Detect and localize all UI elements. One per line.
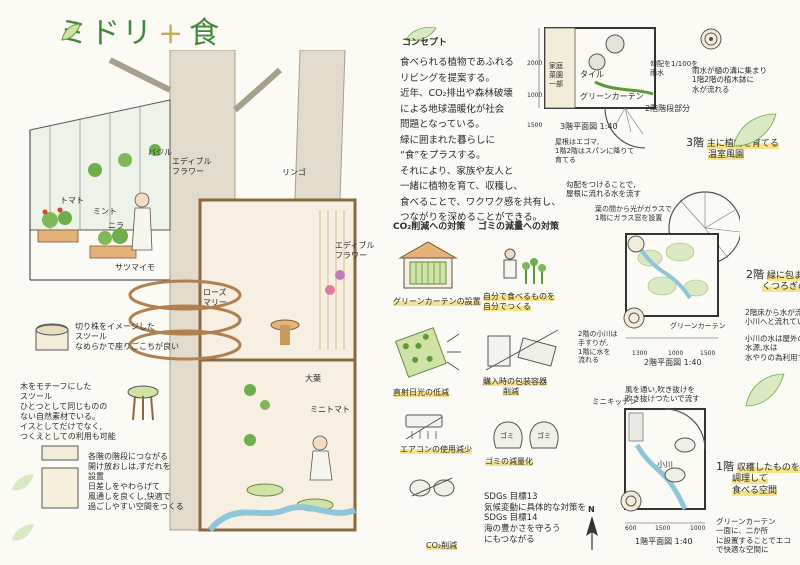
tree-stool-sketch-icon — [127, 385, 159, 421]
plan2-dim-b: 1000 — [668, 350, 684, 357]
co2-green-curtain: グリーンカーテンの設置 — [393, 297, 481, 306]
green-curtain-house-icon — [398, 241, 458, 289]
garbage-bags-icon — [493, 421, 559, 449]
plan1-dim-b: 1500 — [655, 525, 671, 532]
leaf-deco-2f — [745, 373, 785, 407]
concept-text: 食べられる植物であふれる リビングを提案する。 近年、CO₂排出や森林破壊 によ… — [400, 57, 561, 223]
plan2-note-roof2: 勾配をつけることで, 屋根に流れる水を流す — [566, 180, 641, 199]
north-label: N — [588, 505, 595, 514]
label-tomato: トマト — [60, 196, 84, 205]
planter — [37, 229, 79, 243]
indoor-stream — [207, 504, 357, 533]
stump-stool — [246, 483, 284, 497]
plan2-side-note: 2階の小川は 手すりが, 1階に水を 流れる — [578, 330, 618, 365]
label-nira: ニラ — [108, 221, 124, 230]
plan-3f — [538, 27, 656, 149]
plan3-note-roof: 屋根はエゴマ, 1階2階はスパンに降りて 育てる — [555, 138, 635, 164]
waste-garbage-reduction: ゴミの減量化 — [485, 457, 533, 466]
plan3-note-grade: 勾配を1/100を 雨水 — [650, 60, 699, 77]
co2-direct-sun: 直射日光の低減 — [393, 388, 449, 397]
sunlight-curtain-icon — [395, 327, 461, 378]
plan3-tile: タイル — [580, 70, 604, 79]
title-plus: + — [158, 16, 186, 51]
north-arrow-icon — [586, 516, 598, 550]
packaging-icon — [485, 329, 559, 371]
plan-1f — [620, 408, 706, 524]
page-title: ミドリ+食 — [58, 8, 221, 52]
person — [134, 192, 150, 208]
waste-packaging: 購入時の包装容器 削減 — [483, 377, 547, 396]
label-basil: バジル — [148, 148, 172, 157]
sudare-sketch-icon — [41, 445, 79, 509]
person — [312, 435, 328, 451]
plan1-mini-kitchen: ミニキッチン — [592, 397, 637, 406]
co2-aircon: エアコンの使用減少 — [400, 445, 472, 454]
co2-heading: CO₂削減への対策 — [393, 222, 466, 232]
spiral-stair — [128, 304, 242, 336]
label-edible-flower-2: エディブル フラワー — [335, 241, 375, 260]
plan3-green-curtain: グリーンカーテン — [580, 92, 644, 101]
stump-slide-sketch-icon — [35, 323, 69, 351]
label-daikon: 大葉 — [305, 374, 321, 383]
waste-heading: ゴミの減量への対策 — [478, 222, 560, 232]
label-mint: ミント — [93, 207, 117, 216]
plan2-floor-title: 2階 緑に包まれる くつろぎの空間 — [746, 268, 800, 294]
plan1-floor-title: 1階 収穫したものを 調理して 食べる空間 — [716, 460, 800, 496]
decorative-leaves — [12, 474, 34, 541]
label-edible-flower-1: エディブル フラワー — [172, 157, 212, 176]
plan1-dim-c: 1000 — [690, 525, 706, 532]
plan2-note-top: 葉の間から光がガラスで 1階にガラス窓を設置 — [595, 205, 672, 222]
plan3-kitchen-garden: 家庭 菜園 一部 — [549, 62, 563, 88]
plan1-caption: 1階平面図 1:40 — [635, 537, 693, 546]
co2-reduction: CO₂削減 — [426, 541, 458, 550]
note-ceiling: 各階の階段につながる 開け放おしは,すだれを 設置 日差しをやわらげて 風通しを… — [88, 452, 184, 511]
bag-label-2: ゴミ — [537, 432, 551, 440]
plan1-note-wind: 風を通い,吹き抜けを 吹き抜けつたいで流す — [625, 385, 700, 404]
plan3-dim-a: 2000 — [527, 60, 543, 67]
aircon-icon — [405, 414, 443, 440]
concept-leaf-icon — [405, 26, 437, 41]
bag-label-1: ゴミ — [500, 432, 514, 440]
plan3-caption: 3階平面図 1:40 — [560, 122, 618, 131]
rain-barrel-3f-icon — [700, 28, 722, 50]
plan1-stream: 小川 — [657, 460, 673, 469]
waste-self-grow: 自分で食べるものを 自分でつくる — [483, 292, 555, 311]
plan2-note-water: 2階床から水が流れ, 小川へと流れていく — [745, 308, 800, 327]
leaf-deco-3f — [733, 113, 777, 147]
plan2-note-stream: 小川の水は屋外の 水源,水は 水やりの為利用する — [745, 334, 800, 362]
co2-cloud-icon — [409, 477, 455, 497]
label-rosemary: ローズ マリー — [203, 288, 227, 307]
waste-sdgs: SDGs 目標13 気候変動に具体的な対策を SDGs 目標14 海の豊かさを守… — [484, 492, 587, 545]
plan3-stair-part: 2階階段部分 — [645, 104, 691, 113]
title-part-shoku: 食 — [189, 16, 222, 51]
plan3-dim-c: 1500 — [527, 122, 543, 129]
plan1-note-gc: グリーンカーテン 一面に、二か所 に設置することでエコ で快適な空間に — [716, 517, 791, 555]
note-slide: 切り株をイメージした スツール なめらかで座りごこちが良い — [75, 322, 179, 351]
plan2-dim-a: 1300 — [632, 350, 648, 357]
plan3-dim-b: 1000 — [527, 92, 543, 99]
plan2-dim-c: 1500 — [700, 350, 716, 357]
plan1-dim-a: 600 — [625, 525, 637, 532]
title-leaf-icon — [61, 23, 81, 41]
planter — [89, 245, 137, 259]
label-sweet-potato: サツマイモ — [115, 263, 155, 272]
label-apple: リンゴ — [282, 168, 306, 177]
label-mini-tomato: ミニトマト — [310, 405, 350, 414]
plan3-note-rain: 雨水が樋の溝に集まり 1階2階の植木鉢に 水が流れる — [692, 66, 767, 94]
plan2-caption: 2階平面図 1:40 — [644, 358, 702, 367]
plan-2f — [623, 191, 740, 339]
house-section-illustration — [29, 50, 357, 533]
note-stool: 木をモチーフにした スツール ひとつとして同じものの ない自然素材でいる。 イス… — [20, 382, 116, 441]
plan2-green-curtain: グリーンカーテン — [670, 322, 726, 330]
farmer-garden-icon — [503, 248, 546, 284]
concept-heading: コンセプト — [402, 38, 448, 48]
house-frame — [198, 198, 357, 532]
